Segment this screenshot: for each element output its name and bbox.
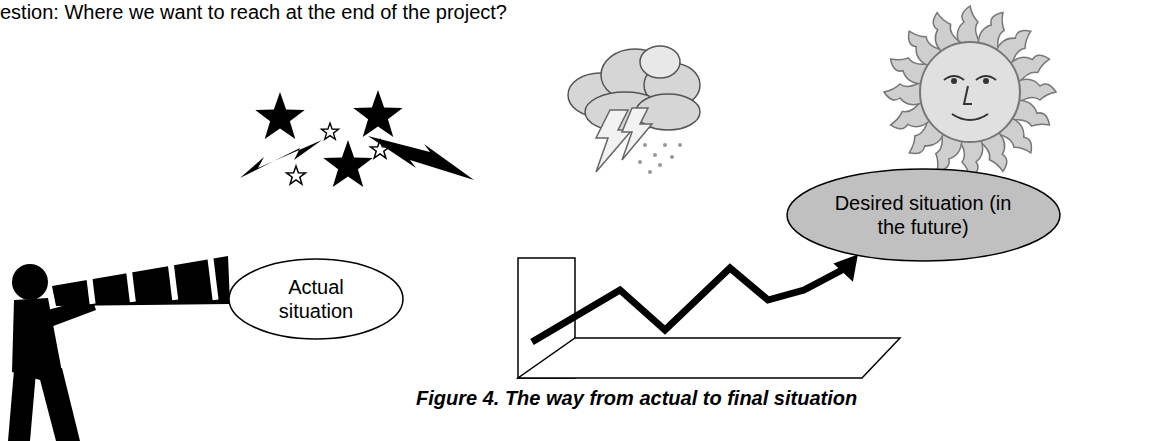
desired-ellipse: Desired situation (in the future) [786,168,1061,262]
progress-chart [518,254,900,378]
sun [884,6,1056,178]
figure-caption: Figure 4. The way from actual to final s… [416,386,857,410]
ellipse-outline [786,168,1061,262]
actual-ellipse: Actual situation [228,258,404,340]
heading-question: estion: Where we want to reach at the en… [0,0,507,24]
ellipse-outline [228,258,404,340]
node-text-group: Desired situation (in the future) [832,191,1014,239]
storm-cloud [568,46,700,174]
node-text-group: Actual situation [260,275,372,323]
node-label: Actual situation [260,275,372,323]
node-label: Desired situation (in the future) [832,191,1014,239]
telescope-man [8,256,230,441]
stars-lightning [240,90,474,187]
